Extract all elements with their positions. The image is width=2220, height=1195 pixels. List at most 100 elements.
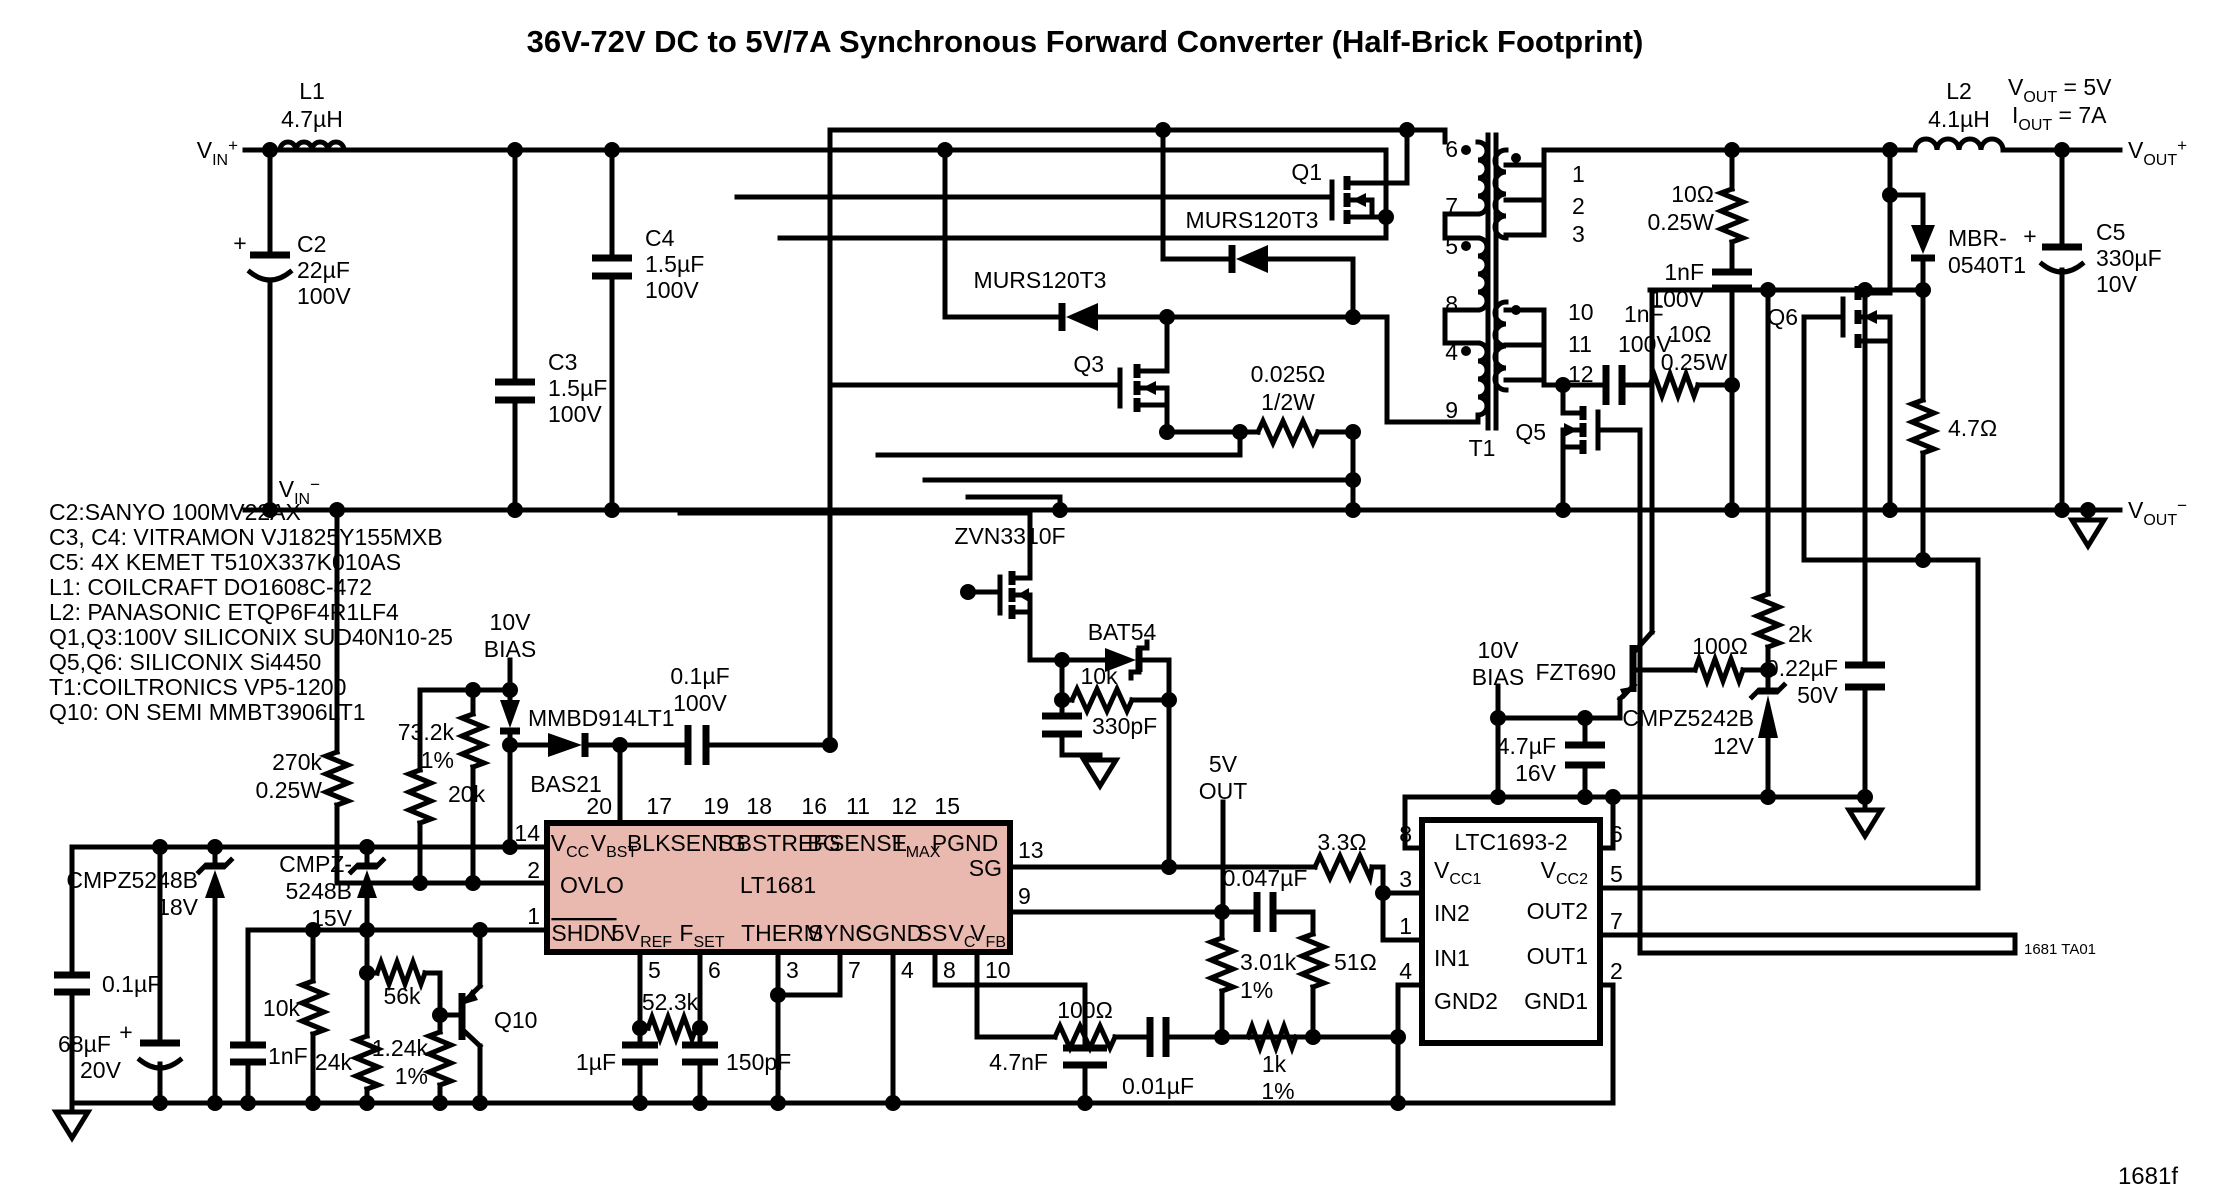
label-q3: Q3 xyxy=(1073,351,1104,377)
diode-mmbd914 xyxy=(500,700,520,735)
label-0.1uf-100v-voltage: 100V xyxy=(673,690,727,716)
ltc1693-pin-3: 3 xyxy=(1399,866,1412,892)
label-z15-part1: CMPZ- xyxy=(279,851,352,877)
mosfet-q3 xyxy=(1117,364,1170,412)
lt1681-pin-19: 19 xyxy=(703,793,729,819)
label-c2-voltage: 100V xyxy=(297,283,351,309)
label-l2: L2 xyxy=(1946,78,1972,104)
transformer-core xyxy=(1485,132,1499,431)
t1-pin-3: 3 xyxy=(1572,221,1585,247)
label-c3-voltage: 100V xyxy=(548,401,602,427)
ltc1693-sig-gnd1: GND1 xyxy=(1524,988,1588,1014)
label-0.1uf-100v: 0.1µF xyxy=(670,663,729,689)
lt1681-pin-14: 14 xyxy=(514,820,540,846)
ltc1693-pin-2: 2 xyxy=(1610,958,1623,984)
label-z12-voltage: 12V xyxy=(1713,733,1755,759)
ltc1693-ic: LTC1693-2 VCC1 VCC2 IN2 OUT2 IN1 OUT1 GN… xyxy=(1399,817,1623,1046)
capacitor-1nf-sec xyxy=(1602,365,1626,405)
lt1681-sig-pgnd: PGND xyxy=(932,830,998,856)
lt1681-pin-17: 17 xyxy=(646,793,672,819)
lt1681-pin-18: 18 xyxy=(746,793,772,819)
label-4.7uf-voltage: 16V xyxy=(1515,760,1557,786)
label-c3: C3 xyxy=(548,349,577,375)
capacitor-68uf xyxy=(136,1039,184,1071)
resistor-10-sec xyxy=(1646,366,1702,404)
port-vout-plus: VOUT+ xyxy=(2128,136,2187,169)
lt1681-body xyxy=(544,820,1013,955)
label-5v-out-2: OUT xyxy=(1199,778,1248,804)
capacitor-c3 xyxy=(495,378,535,404)
bjt-fzt690 xyxy=(1616,628,1656,703)
lt1681-pin-5: 5 xyxy=(648,957,661,983)
label-r10-sec: 10Ω xyxy=(1669,321,1712,347)
capacitor-0.047uf xyxy=(1253,892,1277,932)
lt1681-pin-20: 20 xyxy=(586,793,612,819)
capacitor-330pf xyxy=(1042,712,1082,738)
lt1681-sig-vc: VC xyxy=(949,920,976,951)
inductor-l2 xyxy=(1912,136,2006,153)
label-t1: T1 xyxy=(1469,435,1496,461)
label-73.2k: 73.2k xyxy=(398,719,455,745)
capacitor-150pf xyxy=(682,1041,718,1066)
label-bas21: BAS21 xyxy=(530,771,602,797)
label-56k: 56k xyxy=(383,983,421,1009)
lt1681-sig-sense: SENSE xyxy=(829,830,907,856)
capacitor-0.22uf xyxy=(1845,661,1885,691)
schematic-title: 36V-72V DC to 5V/7A Synchronous Forward … xyxy=(527,24,1644,59)
resistor-24k xyxy=(349,1032,385,1093)
label-q1: Q1 xyxy=(1291,159,1322,185)
component-symbols xyxy=(51,132,2109,1143)
lt1681-ic: VCC VBST BLKSENS TG BSTREF BG SENSE TMAX… xyxy=(514,793,1043,983)
label-rsense-power: 1/2W xyxy=(1261,389,1315,415)
label-q5: Q5 xyxy=(1515,419,1546,445)
label-r10-top-power: 0.25W xyxy=(1648,209,1715,235)
label-1uf: 1µF xyxy=(576,1049,616,1075)
label-1nf-bottom: 1nF xyxy=(268,1043,308,1069)
label-0.01uf: 0.01µF xyxy=(1122,1073,1194,1099)
lt1681-sig-shdn: SHDN xyxy=(551,920,616,946)
label-c2-plus: + xyxy=(233,230,246,256)
label-l2-value: 4.1µH xyxy=(1928,106,1990,132)
resistor-10-top xyxy=(1714,185,1750,246)
resistor-51 xyxy=(1295,930,1331,991)
capacitor-c5 xyxy=(2038,243,2086,275)
resistor-3.01k xyxy=(1204,934,1240,995)
ltc1693-body xyxy=(1419,817,1603,1046)
zener-18v xyxy=(195,856,235,898)
lt1681-pin-2: 2 xyxy=(527,857,540,883)
label-mbr-2: 0540T1 xyxy=(1948,252,2026,278)
label-270k-power: 0.25W xyxy=(256,777,323,803)
lt1681-sig-bstref: BSTREF xyxy=(737,830,828,856)
lt1681-sig-ovlo: OVLO xyxy=(560,872,624,898)
label-330pf: 330pF xyxy=(1092,713,1157,739)
capacitor-c2 xyxy=(246,251,294,283)
label-r4.7: 4.7Ω xyxy=(1948,415,1997,441)
note-c5: C5: 4X KEMET T510X337K010AS xyxy=(49,549,401,575)
ground-330pf xyxy=(1079,757,1121,791)
diode-bas21 xyxy=(548,733,589,757)
label-10k-bottom: 10k xyxy=(263,995,301,1021)
label-73.2k-tol: 1% xyxy=(421,747,454,773)
mosfet-q6 xyxy=(1840,286,1893,348)
label-c5-plus: + xyxy=(2023,223,2036,249)
t1-pin-12: 12 xyxy=(1568,361,1594,387)
label-fzt690: FZT690 xyxy=(1535,659,1616,685)
lt1681-pin-15: 15 xyxy=(934,793,960,819)
label-r10-top: 10Ω xyxy=(1671,181,1714,207)
labels: 36V-72V DC to 5V/7A Synchronous Forward … xyxy=(49,24,2187,1190)
label-rsense: 0.025Ω xyxy=(1251,361,1326,387)
note-l2: L2: PANASONIC ETQP6F4R1LF4 xyxy=(49,599,399,625)
label-z15-voltage: 15V xyxy=(311,905,353,931)
label-3.3ohm: 3.3Ω xyxy=(1317,829,1366,855)
capacitor-1nf-top xyxy=(1712,268,1752,292)
t1-pin-1: 1 xyxy=(1572,161,1585,187)
label-q10: Q10 xyxy=(494,1007,537,1033)
label-68uf-plus: + xyxy=(119,1019,132,1045)
t1-pin-10: 10 xyxy=(1568,299,1594,325)
resistor-52.3k xyxy=(644,1009,700,1047)
ltc1693-pin-1: 1 xyxy=(1399,913,1412,939)
label-1nf-top: 1nF xyxy=(1664,259,1704,285)
resistor-10k-drive xyxy=(1068,682,1136,718)
label-c4-voltage: 100V xyxy=(645,277,699,303)
diode-mbr0540 xyxy=(1911,225,1935,262)
